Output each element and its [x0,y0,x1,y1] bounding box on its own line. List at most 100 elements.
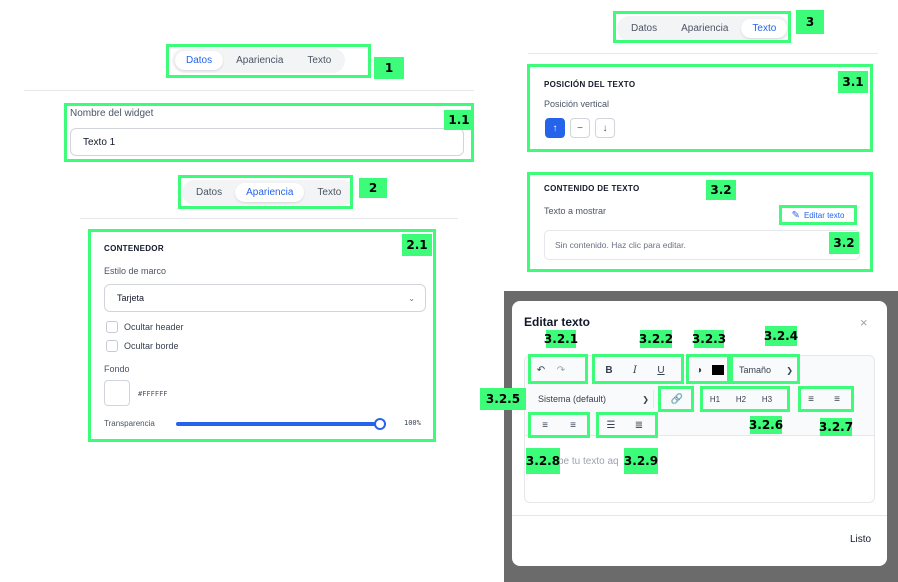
highlight-3-2-2 [592,354,684,384]
highlight-3-2-3 [686,354,730,384]
undo-icon[interactable]: ↶ [536,364,546,376]
bold-icon[interactable]: B [605,364,613,376]
hide-header-checkbox[interactable] [106,321,118,333]
editor-toolbar [525,356,874,436]
widget-name-label: Nombre del widget [70,108,154,119]
annotation-3-2-button: 3.2 [829,232,859,254]
heading-group: H1 H2 H3 [706,390,776,408]
hide-header-option[interactable]: Ocultar header [106,321,184,333]
hide-border-option[interactable]: Ocultar borde [106,340,179,352]
text-content-preview[interactable]: Sin contenido. Haz clic para editar. [544,230,860,260]
annotation-2-1: 2.1 [402,234,432,256]
empty-content-text: Sin contenido. Haz clic para editar. [555,240,686,250]
edit-text-button[interactable]: ✎ Editar texto [779,205,857,225]
background-color-swatch[interactable] [104,380,130,406]
highlight-3 [613,11,791,43]
panel3-divider [528,53,878,54]
annotation-3-2-1: 3.2.1 [543,330,579,348]
background-hex: #FFFFFF [138,390,168,398]
close-icon[interactable]: × [860,315,868,330]
panel1-divider [24,90,474,91]
tabs-panel3: Datos Apariencia Texto [617,16,791,41]
editor-placeholder[interactable]: be tu texto aq [558,456,619,467]
chevron-down-icon: ⌄ [408,293,415,303]
highlight-3-2-7 [798,386,854,412]
highlight-2-1 [88,229,436,442]
frame-style-value: Tarjeta [117,293,145,303]
tabs-panel1: Datos Apariencia Texto [172,48,346,73]
highlight-3-2 [527,172,873,272]
annotation-3-2-9: 3.2.9 [624,451,658,471]
highlight-3-2-5-link [658,386,694,412]
highlight-3-2-6 [700,386,790,412]
tab-datos[interactable]: Datos [631,23,658,34]
tab-apariencia[interactable]: Apariencia [681,23,729,34]
hide-header-label: Ocultar header [124,322,184,332]
hide-border-label: Ocultar borde [124,341,179,351]
align-center-icon[interactable]: ≡ [834,393,840,405]
align-left-group: ≡ ≡ [802,390,846,408]
align-justify-icon[interactable]: ≡ [570,419,576,431]
size-select-value: Tamaño [739,365,772,375]
text-position-section-title: POSICIÓN DEL TEXTO [544,80,636,89]
underline-icon[interactable]: U [657,364,665,376]
list-group: ☰ ≣ [602,416,648,434]
vertical-position-group: ↑ − ↓ [545,118,615,138]
heading-1-button[interactable]: H1 [709,394,721,404]
modal-footer-divider [512,515,887,516]
transparency-slider-thumb[interactable] [374,418,386,430]
italic-icon[interactable]: I [633,364,637,376]
tab-texto[interactable]: Texto [307,55,332,66]
transparency-slider-fill [176,422,380,426]
heading-3-button[interactable]: H3 [761,394,773,404]
tab-datos[interactable]: Datos [175,51,224,70]
transparency-slider-track[interactable] [176,418,386,430]
annotation-3-2-2: 3.2.2 [638,330,674,348]
minus-icon[interactable]: − [570,118,590,138]
tab-apariencia[interactable]: Apariencia [236,55,284,66]
annotation-3-2-3: 3.2.3 [691,330,727,348]
highlight-1 [166,44,371,78]
container-section-title: CONTENEDOR [104,244,164,253]
highlight-3-2-4 [730,354,800,384]
highlight-3-2-1 [528,354,588,384]
link-icon[interactable]: 🔗 [670,393,684,405]
annotation-3-2-section: 3.2 [706,180,736,200]
hide-border-checkbox[interactable] [106,340,118,352]
arrow-up-icon[interactable]: ↑ [545,118,565,138]
chevron-down-icon: ❯ [642,394,649,404]
done-button[interactable]: Listo [850,534,872,545]
annotation-3: 3 [796,10,824,34]
transparency-value: 100% [404,419,421,427]
redo-icon[interactable]: ↷ [556,364,566,376]
align-right-icon[interactable]: ≡ [542,419,548,431]
widget-name-input[interactable]: Texto 1 [70,128,464,156]
modal-title: Editar texto [524,315,591,329]
heading-2-button[interactable]: H2 [735,394,747,404]
highlight-3-2-9-group [596,412,658,438]
numbered-list-icon[interactable]: ≣ [634,419,644,431]
frame-style-label: Estilo de marco [104,266,167,276]
pencil-icon: ✎ [791,209,800,221]
palette-icon[interactable]: ◑ [695,364,703,376]
annotation-3-1: 3.1 [838,71,868,93]
tab-datos[interactable]: Datos [196,187,223,198]
font-family-select[interactable]: Sistema (default) ❯ [534,390,654,408]
size-select[interactable]: Tamaño ❯ [735,361,797,379]
bullet-list-icon[interactable]: ☰ [606,419,616,431]
tab-texto[interactable]: Texto [741,19,788,38]
highlight-3-2-8-group [528,412,590,438]
history-group: ↶ ↷ [532,361,570,379]
text-content-section-title: CONTENIDO DE TEXTO [544,184,640,193]
text-color-swatch[interactable] [712,365,724,375]
arrow-down-icon[interactable]: ↓ [595,118,615,138]
edit-text-label: Editar texto [803,210,845,220]
highlight-3-1 [527,64,873,152]
align-left-icon[interactable]: ≡ [808,393,814,405]
color-group: ◑ [690,361,724,379]
frame-style-select[interactable]: Tarjeta ⌄ [104,284,426,312]
editor-container [524,355,875,503]
panel2-divider [80,218,458,219]
tab-texto[interactable]: Texto [317,187,342,198]
tab-apariencia[interactable]: Apariencia [235,183,305,202]
